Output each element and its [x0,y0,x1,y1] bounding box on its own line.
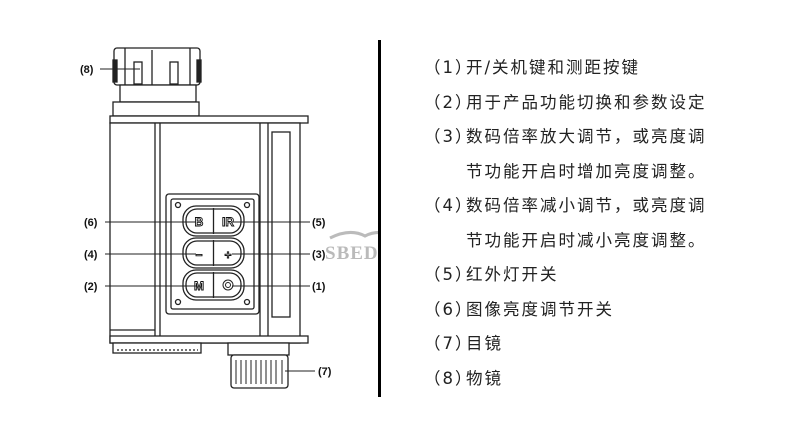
callout-8: (8) [80,64,94,76]
legend-text: 红外灯开关 [466,265,559,284]
watermark-ornament [329,231,380,240]
callout-4: (4) [84,249,98,261]
legend-num: （4） [424,196,474,215]
legend-num: （1） [424,58,474,77]
legend-text: 数码倍率放大调节，或亮度调 [466,127,707,146]
legend-item-2: （2）用于产品功能切换和参数设定 [424,90,707,125]
callout-6: (6) [84,217,98,229]
legend-item-6: （6）图像亮度调节开关 [424,297,707,332]
legend-text: 目镜 [466,334,503,353]
leader-lines [100,68,315,372]
legend-item-1: （1）开/关机键和测距按键 [424,55,707,90]
objective-lens [112,47,202,117]
button-row-top[interactable] [182,205,245,237]
legend-item-3: （3）数码倍率放大调节，或亮度调 [424,124,707,159]
ir-button[interactable]: IR [222,215,235,230]
legend-item-5: （5）红外灯开关 [424,262,707,297]
callout-2: (2) [84,281,98,293]
minus-button[interactable]: − [195,248,203,263]
device-diagram: B IR − + M (8) (6) (5) (4) (3) (2) (1) (… [80,47,380,389]
plus-button[interactable]: + [224,248,232,263]
legend-num: （2） [424,92,474,112]
divider [378,40,381,397]
legend-item-8: （8）物镜 [424,366,707,401]
legend-num: （8） [424,368,474,388]
legend-text: 用于产品功能切换和参数设定 [466,92,707,112]
eyepiece [227,342,290,389]
callout-3: (3) [312,249,326,261]
legend-num: （5） [424,265,474,284]
callout-7: (7) [318,366,332,378]
legend-item-4: （4）数码倍率减小调节，或亮度调 [424,193,707,228]
button-row-mid[interactable] [182,237,245,269]
legend-list: （1）开/关机键和测距按键 （2）用于产品功能切换和参数设定 （3）数码倍率放大… [424,55,707,400]
watermark-logo: SBEDAR [325,243,380,264]
legend-text: 图像亮度调节开关 [466,299,614,319]
callout-1: (1) [312,281,326,293]
legend-item-4-cont: 节功能开启时减小亮度调整。 [424,228,707,263]
mode-button[interactable]: M [194,279,205,294]
button-row-bot[interactable] [182,269,245,301]
legend-text: 数码倍率减小调节，或亮度调 [466,196,707,215]
power-icon[interactable] [222,279,234,291]
legend-item-7: （7）目镜 [424,331,707,366]
callout-5: (5) [312,217,326,229]
legend-text: 节功能开启时减小亮度调整。 [466,230,707,250]
legend-text: 节功能开启时增加亮度调整。 [466,161,707,181]
brightness-button[interactable]: B [194,215,204,230]
legend-num: （3） [424,127,474,146]
legend-text: 开/关机键和测距按键 [466,58,641,77]
legend-num: （7） [424,334,474,353]
legend-item-3-cont: 节功能开启时增加亮度调整。 [424,159,707,194]
legend-num: （6） [424,299,474,319]
legend-text: 物镜 [466,368,503,388]
